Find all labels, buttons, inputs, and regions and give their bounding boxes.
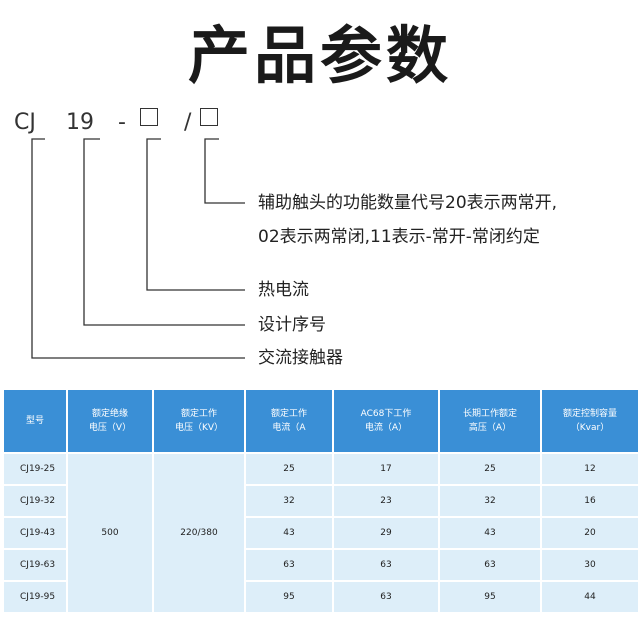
cell-insulation-voltage: 500 xyxy=(66,452,154,614)
desc-auxiliary-contacts-cont: 02表示两常闭,11表示-常开-常闭约定 xyxy=(258,227,540,247)
header-working-voltage: 额定工作电压（KV） xyxy=(152,388,246,454)
cell-capacity: 16 xyxy=(540,484,640,518)
cell-capacity: 44 xyxy=(540,580,640,614)
page-title: 产品参数 xyxy=(187,19,452,92)
cell-ac6b-current: 63 xyxy=(332,580,440,614)
cell-capacity: 20 xyxy=(540,516,640,550)
leader-line-contacts xyxy=(204,138,245,204)
cell-long-term: 63 xyxy=(438,548,542,582)
table-row: CJ19-25 500 220/380 25 17 25 12 xyxy=(2,452,640,614)
table-header-row: 型号 额定绝缘电压（V） 额定工作电压（KV） 额定工作电流（A AC68下工作… xyxy=(2,388,640,454)
leader-line-series xyxy=(83,138,245,326)
code-dash: - xyxy=(118,110,126,135)
cell-current: 32 xyxy=(244,484,334,518)
current-placeholder-box xyxy=(140,108,158,126)
cell-capacity: 12 xyxy=(540,452,640,486)
cell-model: CJ19-63 xyxy=(2,548,68,582)
cell-ac6b-current: 29 xyxy=(332,516,440,550)
cell-ac6b-current: 17 xyxy=(332,452,440,486)
header-model: 型号 xyxy=(2,388,68,454)
header-working-current: 额定工作电流（A xyxy=(244,388,334,454)
table-row: CJ19-63 63 63 63 30 xyxy=(2,548,640,582)
spec-table: 型号 额定绝缘电压（V） 额定工作电压（KV） 额定工作电流（A AC68下工作… xyxy=(2,388,640,614)
header-insulation-voltage: 额定绝缘电压（V） xyxy=(66,388,154,454)
code-prefix: CJ xyxy=(14,110,36,135)
cell-long-term: 25 xyxy=(438,452,542,486)
cell-ac6b-current: 63 xyxy=(332,548,440,582)
cell-model: CJ19-43 xyxy=(2,516,68,550)
table-row: CJ19-95 95 63 95 44 xyxy=(2,580,640,614)
cell-model: CJ19-95 xyxy=(2,580,68,614)
cell-long-term: 43 xyxy=(438,516,542,550)
desc-thermal-current: 热电流 xyxy=(258,280,309,300)
desc-auxiliary-contacts: 辅助触头的功能数量代号20表示两常开, xyxy=(258,193,558,213)
table-row: CJ19-32 32 23 32 16 xyxy=(2,484,640,518)
cell-capacity: 30 xyxy=(540,548,640,582)
header-ac6b-current: AC68下工作电流（A） xyxy=(332,388,440,454)
header-long-term-current: 长期工作额定高压（A） xyxy=(438,388,542,454)
cell-model: CJ19-32 xyxy=(2,484,68,518)
cell-long-term: 32 xyxy=(438,484,542,518)
cell-long-term: 95 xyxy=(438,580,542,614)
cell-current: 43 xyxy=(244,516,334,550)
leader-line-current xyxy=(146,138,245,291)
cell-current: 95 xyxy=(244,580,334,614)
header-control-capacity: 额定控制容量（Kvar） xyxy=(540,388,640,454)
cell-current: 63 xyxy=(244,548,334,582)
code-legend-lines xyxy=(31,138,245,359)
cell-ac6b-current: 23 xyxy=(332,484,440,518)
cell-working-voltage: 220/380 xyxy=(152,452,246,614)
table-row: CJ19-43 43 29 43 20 xyxy=(2,516,640,550)
desc-design-number: 设计序号 xyxy=(258,315,326,335)
code-slash: / xyxy=(184,110,192,135)
desc-ac-contactor: 交流接触器 xyxy=(258,348,343,368)
cell-model: CJ19-25 xyxy=(2,452,68,486)
leader-line-prefix xyxy=(31,138,245,359)
cell-current: 25 xyxy=(244,452,334,486)
code-series: 19 xyxy=(66,110,94,135)
contact-placeholder-box xyxy=(200,108,218,126)
